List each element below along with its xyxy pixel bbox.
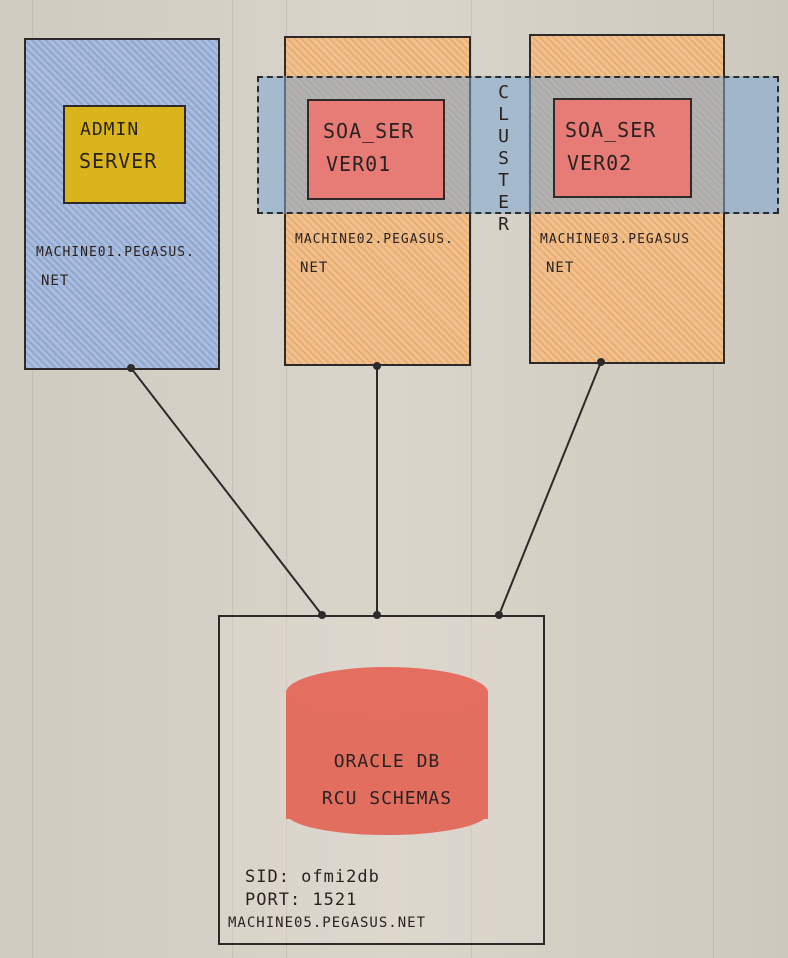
- database-label-line2: RCU SCHEMAS: [321, 788, 453, 809]
- soa-server-1-box: SOA_SER VER01: [307, 99, 445, 200]
- machine03-label-line2: NET: [546, 260, 575, 276]
- machine01-box: ADMIN SERVER MACHINE01.PEGASUS. NET: [24, 38, 220, 370]
- database-label-line1: ORACLE DB: [333, 751, 441, 772]
- soa-server-1-label-line1: SOA_SER: [323, 119, 415, 143]
- admin-server-box: ADMIN SERVER: [63, 105, 186, 204]
- admin-db-connection: [130, 367, 323, 616]
- paper-rule: [471, 0, 472, 958]
- soa1-connector-dot: [373, 362, 381, 370]
- admin-connector-dot: [127, 364, 135, 372]
- machine02-label-line2: NET: [300, 260, 329, 276]
- soa-server-1-label-line2: VER01: [326, 152, 392, 176]
- db-connector-dot-right: [495, 611, 503, 619]
- database-port: PORT: 1521: [245, 890, 358, 910]
- database-top: [286, 667, 488, 719]
- database-base: [286, 791, 488, 835]
- machine01-label-line2: NET: [41, 273, 70, 289]
- admin-server-label-line2: SERVER: [79, 149, 158, 173]
- machine05-box: ORACLE DB RCU SCHEMAS SID: ofmi2db PORT:…: [218, 615, 545, 945]
- db-connector-dot-left: [318, 611, 326, 619]
- soa2-connector-dot: [597, 358, 605, 366]
- soa-server-2-box: SOA_SER VER02: [553, 98, 692, 198]
- cluster-label: CLUSTER: [493, 82, 514, 236]
- paper-rule: [286, 0, 287, 958]
- soa2-db-connection: [498, 361, 602, 616]
- db-connector-dot-center: [373, 611, 381, 619]
- soa-server-2-label-line2: VER02: [567, 151, 633, 175]
- soa-server-2-label-line1: SOA_SER: [565, 118, 657, 142]
- database-machine: MACHINE05.PEGASUS.NET: [228, 915, 427, 931]
- paper-rule: [713, 0, 714, 958]
- paper-rule: [232, 0, 233, 958]
- database-sid: SID: ofmi2db: [245, 867, 380, 887]
- machine02-label-line1: MACHINE02.PEGASUS.: [295, 232, 454, 247]
- paper-rule: [32, 0, 33, 958]
- machine01-label-line1: MACHINE01.PEGASUS.: [36, 245, 195, 260]
- database-cylinder: ORACLE DB RCU SCHEMAS: [286, 667, 488, 847]
- machine03-label-line1: MACHINE03.PEGASUS: [540, 232, 691, 247]
- admin-server-label-line1: ADMIN: [80, 119, 140, 140]
